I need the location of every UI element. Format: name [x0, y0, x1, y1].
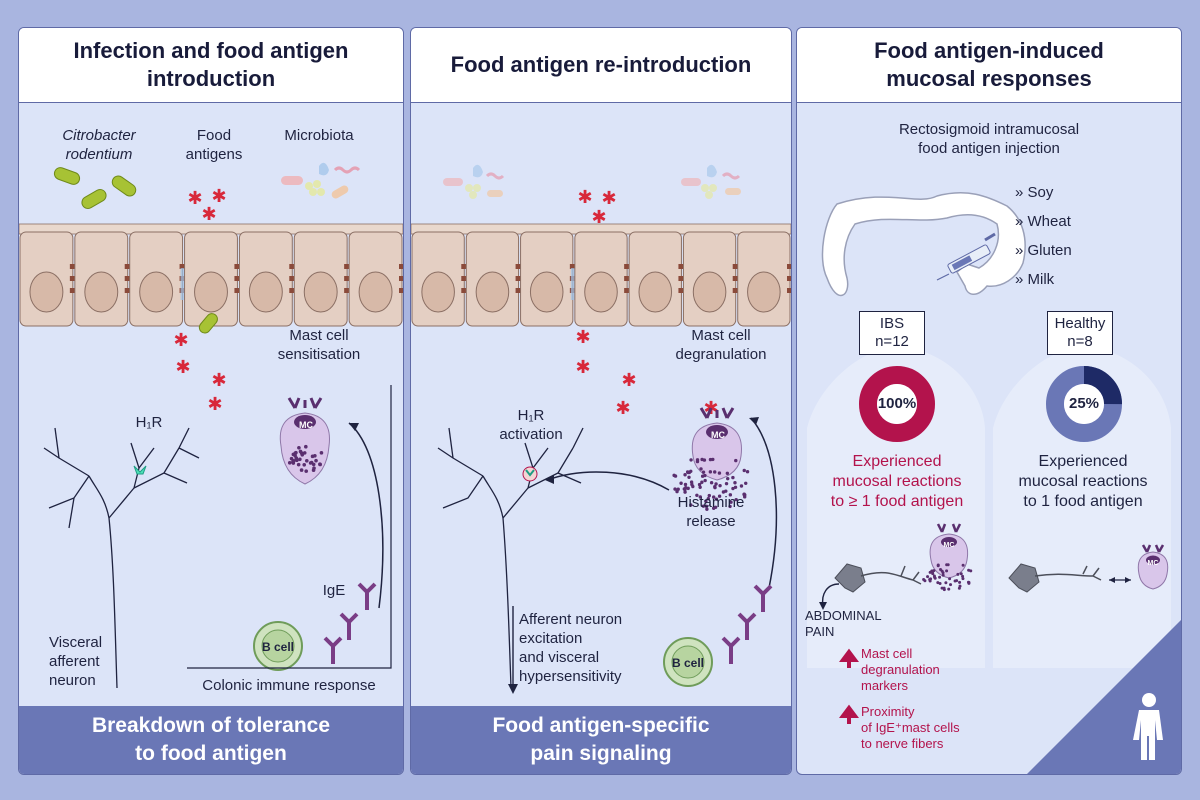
mast-degranulation-label: Mast cell degranulation	[675, 327, 767, 363]
ibs-percent: 100%	[877, 395, 917, 412]
citrobacter-bacteria	[53, 167, 137, 209]
ibs-result-text: Experienced mucosal reactions to ≥ 1 foo…	[830, 453, 964, 510]
food-list-item: » Gluten	[1015, 242, 1072, 259]
panel3-title: Food antigen-induced mucosal responses	[797, 28, 1181, 103]
ibs-group-box: IBS n=12	[859, 311, 925, 355]
healthy-group-box: Healthy n=8	[1047, 311, 1113, 355]
panel1-title: Infection and food antigen introduction	[19, 28, 403, 103]
epithelium-layer-2	[411, 223, 791, 327]
mast-sensitisation-label: Mast cell sensitisation	[277, 327, 361, 363]
h1r-receptor	[133, 465, 147, 475]
afferent-excitation-label: Afferent neuron excitation and visceral …	[519, 611, 623, 685]
panel2-footer: Food antigen-specific pain signaling	[411, 706, 791, 774]
panel-infection: ✱✱✱✱✱✱✱ In	[18, 27, 404, 775]
h1r-label: H₁R	[135, 414, 163, 431]
ibs-donut	[859, 366, 935, 442]
food-list-item: » Soy	[1015, 184, 1054, 201]
svg-text:✱: ✱	[621, 370, 636, 391]
human-figure-icon	[1133, 693, 1163, 760]
epithelium-layer	[19, 223, 403, 327]
food-antigens-label: Food antigens	[185, 127, 243, 163]
citrobacter-label: Citrobacter rodentium	[62, 127, 136, 163]
colon-illustration	[821, 192, 1026, 297]
mc-label-2: MC	[711, 430, 725, 440]
healthy-neuron-mastcell	[1008, 544, 1169, 593]
svg-text:✱: ✱	[211, 186, 226, 207]
svg-text:✱: ✱	[601, 188, 616, 209]
food-list: » Soy » Wheat » Gluten » Milk	[1015, 183, 1115, 299]
ige-label: IgE	[322, 582, 346, 599]
ige-antibodies-2	[721, 584, 773, 664]
mast-cell	[279, 397, 330, 485]
svg-text:✱: ✱	[207, 394, 222, 415]
visceral-neuron-tree	[43, 427, 200, 689]
mc-label-4: MC	[1147, 560, 1159, 567]
bcell-label-2: B cell	[671, 656, 704, 670]
marker-proximity-label: Proximity of IgE⁺mast cells to nerve fib…	[861, 704, 960, 751]
injection-label: Rectosigmoid intramucosal food antigen i…	[898, 121, 1080, 157]
ibs-neuron-mastcell	[819, 523, 973, 610]
panel-mucosal-responses: Food antigen-induced mucosal responses R…	[796, 27, 1182, 775]
food-antigen-markers-2: ✱✱✱✱✱✱✱✱	[575, 187, 718, 419]
marker-degranulation-label: Mast cell degranulation markers	[861, 646, 940, 693]
healthy-percent: 25%	[1068, 395, 1100, 412]
svg-text:✱: ✱	[187, 188, 202, 209]
syringe-icon	[936, 232, 996, 281]
microbiota-faded	[443, 164, 741, 199]
healthy-result-text: Experienced mucosal reactions to 1 food …	[1018, 453, 1148, 510]
svg-text:✱: ✱	[175, 357, 190, 378]
bcell-label: B cell	[261, 640, 294, 654]
food-list-item: » Wheat	[1015, 213, 1071, 230]
mc-label: MC	[299, 420, 313, 430]
visceral-neuron-label: Visceral afferent neuron	[49, 634, 103, 689]
svg-text:✱: ✱	[615, 398, 630, 419]
healthy-arch	[993, 346, 1171, 668]
microbiota-label: Microbiota	[284, 127, 354, 144]
degranulating-mast-cell	[672, 407, 750, 511]
afferent-neuron-tree	[437, 427, 584, 689]
svg-text:✱: ✱	[575, 327, 590, 348]
svg-text:✱: ✱	[211, 370, 226, 391]
colonic-immune-label: Colonic immune response	[202, 677, 376, 694]
ige-antibodies	[323, 582, 377, 664]
mc-label-3: MC	[943, 542, 955, 549]
h1r-activation-label: H₁R activation	[499, 407, 563, 443]
healthy-donut	[1046, 366, 1122, 442]
microbiota-cluster	[281, 162, 361, 199]
panel2-title: Food antigen re-introduction	[411, 28, 791, 103]
panel2-illustration: ✱✱✱✱✱✱✱✱	[411, 164, 791, 694]
svg-text:✱: ✱	[575, 357, 590, 378]
panel1-illustration: ✱✱✱✱✱✱✱	[19, 162, 403, 689]
abdominal-pain-label: ABDOMINAL PAIN	[805, 608, 882, 639]
panel-reintroduction: ✱✱✱✱✱✱✱✱ Foo	[410, 27, 792, 775]
svg-text:✱: ✱	[201, 204, 216, 225]
svg-text:✱: ✱	[173, 330, 188, 351]
svg-text:✱: ✱	[591, 207, 606, 228]
panel3-illustration	[807, 192, 1181, 774]
panel1-footer: Breakdown of tolerance to food antigen	[19, 706, 403, 774]
svg-text:✱: ✱	[577, 187, 592, 208]
histamine-release-label: Histamine release	[677, 494, 745, 530]
food-antigen-markers: ✱✱✱✱✱✱✱	[173, 186, 226, 415]
food-list-item: » Milk	[1015, 271, 1055, 288]
